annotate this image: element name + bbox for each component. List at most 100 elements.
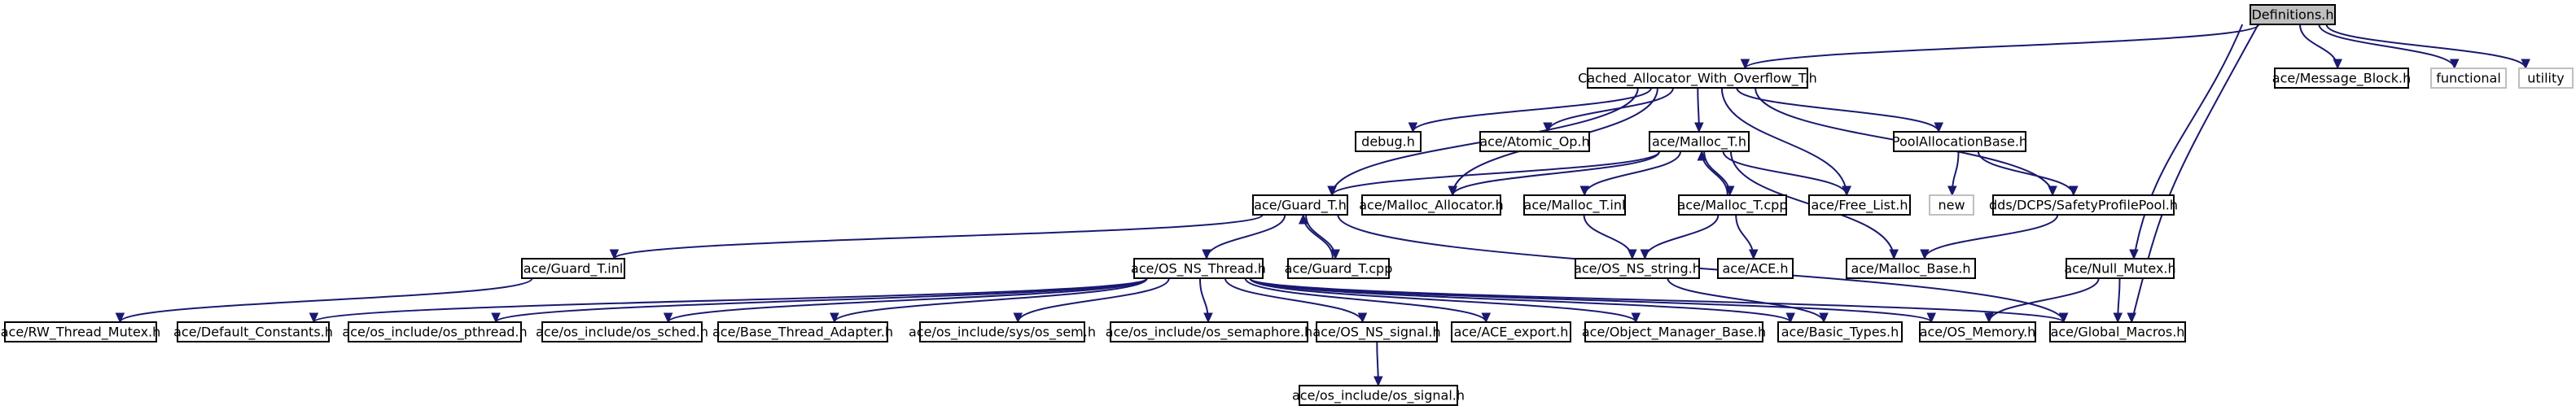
node-malloc-t-h[interactable]: ace/Malloc_T.h xyxy=(1649,131,1750,152)
node-box xyxy=(1355,131,1422,152)
node-os-sched[interactable]: ace/os_include/os_sched.h xyxy=(536,321,708,342)
arrowhead-icon xyxy=(1579,185,1590,197)
edge-line xyxy=(1331,150,1661,196)
node-label: PoolAllocationBase.h xyxy=(1892,134,2027,150)
edge-guard_t_h-to-guard_t_inl xyxy=(609,214,1264,260)
edge-line xyxy=(1017,277,1170,323)
node-label: new xyxy=(1938,198,1965,213)
node-cached[interactable]: Cached_Allocator_With_Overflow_T.h xyxy=(1578,68,1817,89)
edge-cached-to-pool_alloc xyxy=(1736,87,1944,133)
node-os-ns-string[interactable]: ace/OS_NS_string.h xyxy=(1574,258,1701,279)
node-box xyxy=(1587,68,1808,89)
edge-line xyxy=(313,277,1148,323)
node-os-sem[interactable]: ace/os_include/sys/os_sem.h xyxy=(909,321,1096,342)
node-definitions[interactable]: Definitions.h xyxy=(2250,4,2336,25)
node-label: ace/OS_NS_signal.h xyxy=(1312,325,1440,341)
node-box xyxy=(1919,321,2036,342)
edge-line xyxy=(1744,24,2260,69)
edge-line xyxy=(1584,150,1682,196)
node-box xyxy=(1575,258,1700,279)
node-pool-alloc[interactable]: PoolAllocationBase.h xyxy=(1892,131,2027,152)
edge-line xyxy=(1988,277,2100,323)
node-malloc-t-cpp[interactable]: ace/Malloc_T.cpp xyxy=(1678,194,1788,216)
node-malloc-base[interactable]: ace/Malloc_Base.h xyxy=(1846,258,1976,279)
edge-null_mutex-to-os_memory xyxy=(1984,277,2100,324)
arrowhead-icon xyxy=(1327,185,1337,197)
node-basic-types[interactable]: ace/Basic_Types.h xyxy=(1777,321,1903,342)
node-safety-pool[interactable]: dds/DCPS/SafetyProfilePool.h xyxy=(1989,194,2178,216)
node-guard-t-h[interactable]: ace/Guard_T.h xyxy=(1252,194,1348,216)
arrowhead-icon xyxy=(1740,59,1750,70)
edge-os_ns_thread-to-os_memory xyxy=(1249,277,1936,324)
node-label: functional xyxy=(2436,71,2501,86)
edge-os_ns_thread-to-base_thread_adapter xyxy=(830,277,1148,324)
edge-os_ns_thread-to-basic_types xyxy=(1249,277,1795,324)
edge-definitions-to-functional xyxy=(2318,24,2460,70)
arrowhead-icon xyxy=(1920,249,1930,260)
node-box xyxy=(1479,131,1590,152)
node-ace-export[interactable]: ace/ACE_export.h xyxy=(1451,321,1571,342)
node-default-constants[interactable]: ace/Default_Constants.h xyxy=(173,321,333,342)
arrowhead-icon xyxy=(1694,122,1704,133)
node-label: ace/os_include/sys/os_sem.h xyxy=(909,325,1096,341)
node-free-list[interactable]: ace/Free_List.h xyxy=(1808,194,1911,216)
node-os-pthread[interactable]: ace/os_include/os_pthread.h xyxy=(342,321,528,342)
node-global-macros[interactable]: ace/Global_Macros.h xyxy=(2049,321,2186,342)
node-box xyxy=(1846,258,1976,279)
arrowhead-icon xyxy=(1640,249,1650,260)
node-object-manager-base[interactable]: ace/Object_Manager_Base.h xyxy=(1582,321,1766,342)
arrowhead-icon xyxy=(1934,122,1944,133)
edge-os_ns_thread-to-ace_export xyxy=(1244,277,1492,324)
node-box xyxy=(1299,385,1458,406)
arrowhead-icon xyxy=(2113,312,2123,324)
node-label: ace/Free_List.h xyxy=(1812,198,1908,214)
node-box xyxy=(177,321,330,342)
node-atomic-op[interactable]: ace/Atomic_Op.h xyxy=(1479,131,1590,152)
node-label: debug.h xyxy=(1361,134,1415,150)
node-debug[interactable]: debug.h xyxy=(1355,131,1422,152)
node-os-signal[interactable]: ace/os_include/os_signal.h xyxy=(1292,385,1465,406)
edge-line xyxy=(495,277,1148,323)
node-malloc-allocator[interactable]: ace/Malloc_Allocator.h xyxy=(1359,194,1504,216)
node-box xyxy=(2274,68,2409,89)
arrowhead-icon xyxy=(1373,376,1383,387)
node-ace-h[interactable]: ace/ACE.h xyxy=(1717,258,1794,279)
node-malloc-t-inl[interactable]: ace/Malloc_T.inl xyxy=(1523,194,1626,216)
arrowhead-icon xyxy=(1481,312,1492,324)
node-os-ns-signal[interactable]: ace/OS_NS_signal.h xyxy=(1312,321,1441,342)
node-guard-t-inl[interactable]: ace/Guard_T.inl xyxy=(521,258,625,279)
arrowhead-icon xyxy=(1330,249,1341,260)
node-box xyxy=(1808,194,1911,216)
arrowhead-icon xyxy=(1202,249,1211,260)
edge-line xyxy=(667,277,1148,323)
edge-line xyxy=(1667,277,1825,323)
node-label: ace/os_include/os_sched.h xyxy=(536,325,708,341)
node-label: utility xyxy=(2527,71,2565,86)
node-box xyxy=(1649,131,1750,152)
node-message-block[interactable]: ace/Message_Block.h xyxy=(2272,68,2411,89)
node-rw-thread-mutex[interactable]: ace/RW_Thread_Mutex.h xyxy=(1,321,161,342)
node-box xyxy=(1523,194,1626,216)
node-os-semaphore[interactable]: ace/os_include/os_semaphore.h xyxy=(1106,321,1312,342)
node-label: ace/Guard_T.cpp xyxy=(1285,261,1393,277)
edge-line xyxy=(1977,150,2074,196)
arrowhead-icon xyxy=(1298,213,1308,225)
edge-guard_t_cpp-to-guard_t_h xyxy=(1298,213,1334,260)
edge-os_ns_thread-to-os_sem xyxy=(1013,277,1170,324)
node-null-mutex[interactable]: ace/Null_Mutex.h xyxy=(2064,258,2176,279)
edge-malloc_t_cpp-to-malloc_t_h xyxy=(1697,150,1728,196)
arrowhead-icon xyxy=(1785,312,1795,324)
edge-guard_t_inl-to-rw_thread_mutex xyxy=(115,277,533,324)
edge-safety_pool-to-malloc_base xyxy=(1920,214,2059,260)
edge-os_ns_thread-to-os_pthread xyxy=(491,277,1148,324)
node-guard-t-cpp[interactable]: ace/Guard_T.cpp xyxy=(1285,258,1393,279)
node-os-ns-thread[interactable]: ace/OS_NS_Thread.h xyxy=(1131,258,1266,279)
arrowhead-icon xyxy=(1819,312,1829,324)
node-base-thread-adapter[interactable]: ace/Base_Thread_Adapter.h xyxy=(712,321,893,342)
node-os-memory[interactable]: ace/OS_Memory.h xyxy=(1919,321,2036,342)
node-label: ace/os_include/os_signal.h xyxy=(1292,388,1465,404)
edge-line xyxy=(833,277,1148,323)
edge-malloc_t_inl-to-os_ns_string xyxy=(1583,214,1637,260)
edge-line xyxy=(1736,87,1940,133)
edge-os_ns_thread-to-os_ns_signal xyxy=(1224,277,1368,324)
